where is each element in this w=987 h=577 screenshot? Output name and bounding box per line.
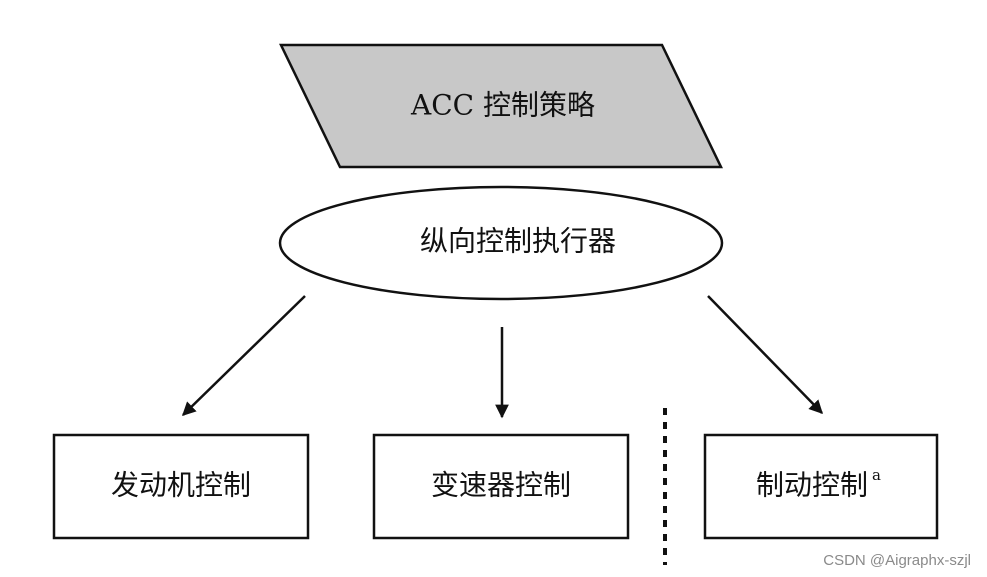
engine-control-label: 发动机控制 bbox=[111, 469, 251, 502]
engine-control-box bbox=[52, 433, 310, 540]
brake-control-node: 制动控制 a bbox=[703, 433, 939, 540]
watermark: CSDN @Aigraphx-szjl bbox=[823, 552, 971, 569]
acc-strategy-node: ACC 控制策略 bbox=[279, 43, 723, 169]
executor-label: 纵向控制执行器 bbox=[420, 225, 616, 258]
transmission-control-box bbox=[372, 433, 630, 540]
strategy-label: ACC 控制策略 bbox=[410, 89, 595, 122]
brake-control-box bbox=[703, 433, 939, 540]
executor-node: 纵向控制执行器 bbox=[278, 185, 724, 301]
engine-control-node: 发动机控制 bbox=[52, 433, 310, 540]
transmission-control-node: 变速器控制 bbox=[372, 433, 630, 540]
strategy-parallelogram bbox=[279, 43, 723, 169]
brake-control-label: 制动控制 bbox=[756, 469, 868, 502]
arrow-to-brake-control bbox=[707, 295, 823, 414]
arrow-to-engine-control bbox=[182, 295, 306, 416]
executor-ellipse bbox=[278, 185, 724, 301]
brake-control-superscript: a bbox=[872, 466, 881, 484]
transmission-control-label: 变速器控制 bbox=[431, 469, 571, 502]
